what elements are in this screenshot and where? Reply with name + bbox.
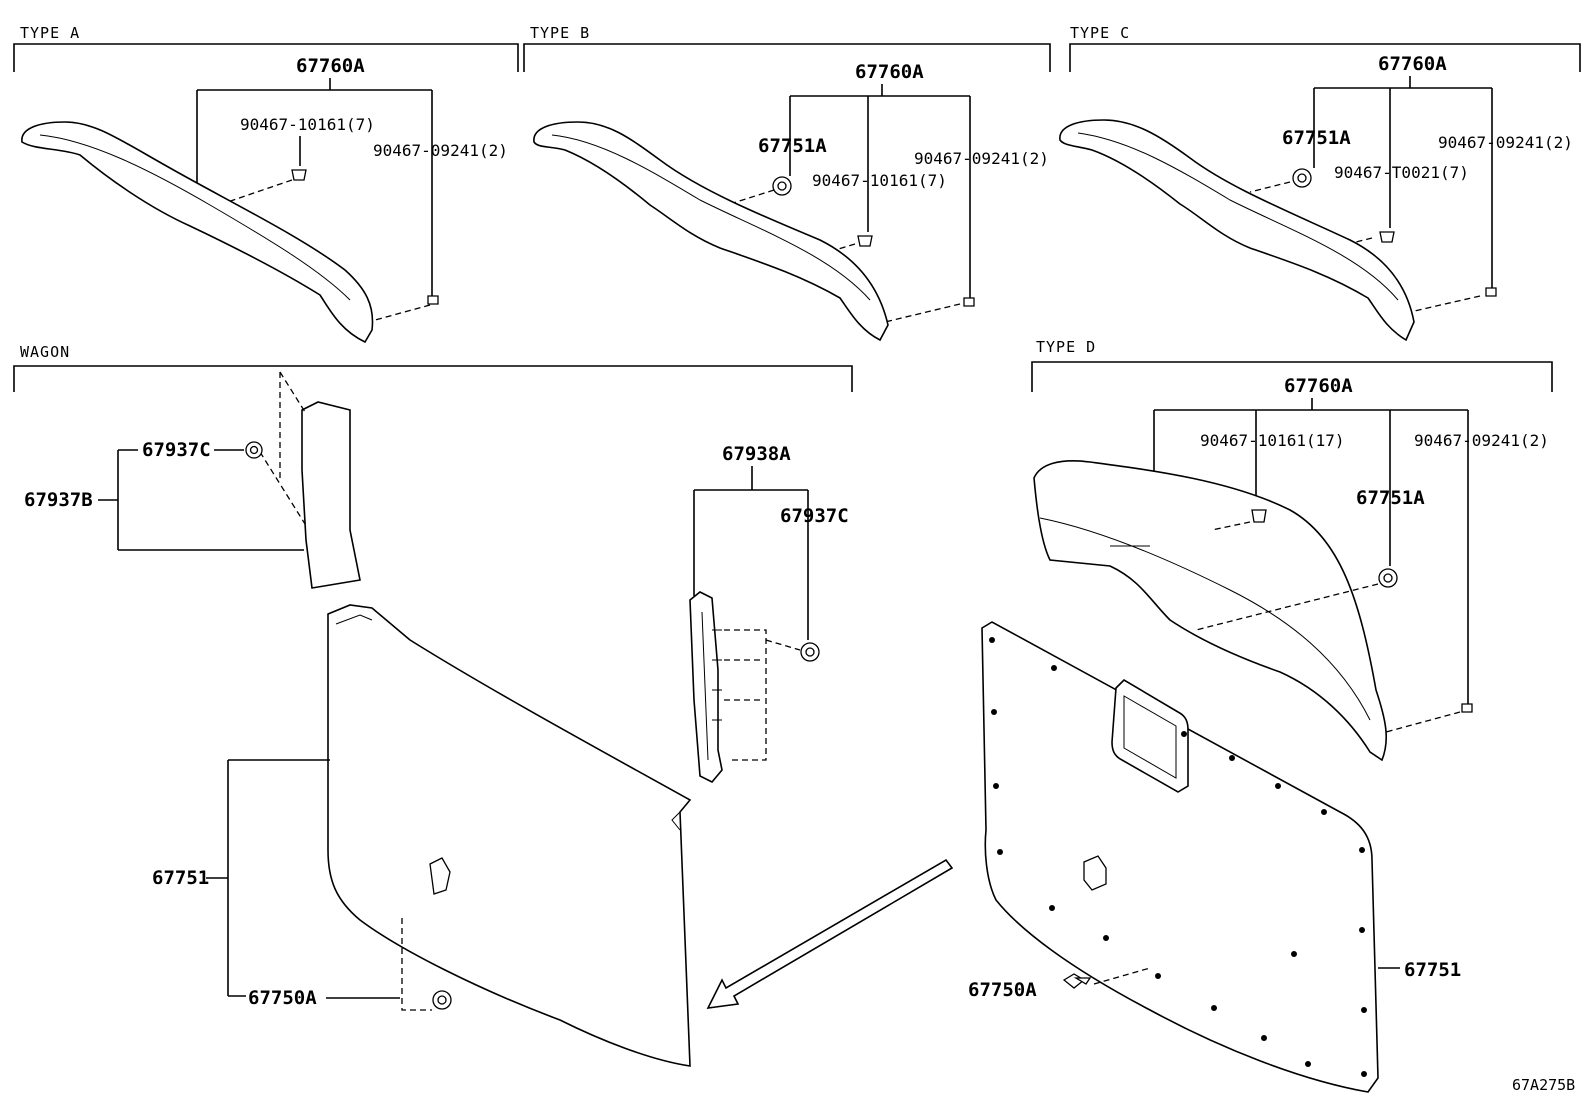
- part-90467-09241-type-c[interactable]: 90467-09241(2): [1438, 133, 1573, 152]
- wagon-title: WAGON: [20, 343, 70, 361]
- clip-icon: [245, 441, 263, 459]
- type-b-dash-3: [884, 303, 961, 323]
- part-67760a-type-b[interactable]: 67760A: [855, 61, 924, 83]
- type-a-title: TYPE A: [20, 24, 80, 42]
- part-67750a-wagon[interactable]: 67750A: [248, 987, 317, 1009]
- type-a-dash-end: [367, 304, 431, 323]
- wagon-leader-67938a: [693, 466, 809, 640]
- type-d-title: TYPE D: [1036, 338, 1096, 356]
- type-d-door-panel: [981, 621, 1379, 1093]
- type-c-dash-2: [1339, 237, 1373, 247]
- wagon-upper-pillar: [301, 401, 361, 589]
- clip-icon: [291, 169, 307, 181]
- type-d-dash-3: [1385, 711, 1461, 733]
- type-d-bracket: [1031, 361, 1553, 392]
- part-90467-10161-type-d[interactable]: 90467-10161(17): [1200, 431, 1345, 450]
- part-67750a-type-d[interactable]: 67750A: [968, 979, 1037, 1001]
- type-c-leader-67760a: [1313, 76, 1493, 290]
- fastener-icon: [1461, 703, 1473, 713]
- wagon-pillar-dash-1: [279, 371, 306, 480]
- type-c-group: TYPE C 67760A 67751A 90467-09241(2) 9046…: [1059, 24, 1581, 342]
- wagon-leader-67751: [206, 759, 330, 997]
- part-90467-09241-type-a[interactable]: 90467-09241(2): [373, 141, 508, 160]
- part-67751a-type-c[interactable]: 67751A: [1282, 127, 1351, 149]
- type-c-garnish: [1059, 119, 1415, 342]
- type-a-garnish: [21, 121, 374, 344]
- part-67937c-wagon-top[interactable]: 67937C: [142, 439, 211, 461]
- direction-arrow: [706, 858, 954, 1009]
- part-67751a-type-b[interactable]: 67751A: [758, 135, 827, 157]
- part-67760a-type-c[interactable]: 67760A: [1378, 53, 1447, 75]
- part-90467-t0021-type-c[interactable]: 90467-T0021(7): [1334, 163, 1469, 182]
- part-90467-09241-type-b[interactable]: 90467-09241(2): [914, 149, 1049, 168]
- type-c-dash-1: [1249, 181, 1291, 193]
- clip-icon: [857, 235, 873, 247]
- type-c-bracket: [1069, 43, 1581, 72]
- clip-icon: [432, 990, 452, 1010]
- clip-icon: [800, 642, 820, 662]
- type-d-garnish: [1033, 459, 1388, 762]
- part-67751a-type-d[interactable]: 67751A: [1356, 487, 1425, 509]
- fastener-icon: [427, 295, 439, 305]
- wagon-pillar-dash-2: [259, 451, 306, 525]
- wagon-leader-67937b: [98, 449, 304, 551]
- type-d-leader-67760a: [1153, 398, 1469, 706]
- diagram-reference-code: 67A275B: [1512, 1076, 1575, 1094]
- type-a-leader-67760a: [196, 78, 433, 300]
- part-67938a-wagon[interactable]: 67938A: [722, 443, 791, 465]
- wagon-side-garnish: [689, 591, 723, 783]
- part-67751-wagon[interactable]: 67751: [152, 867, 209, 889]
- clip-icon: [1378, 568, 1398, 588]
- handle-icon: [1083, 855, 1107, 891]
- clip-icon: [772, 176, 792, 196]
- wagon-dash-67750a: [401, 918, 432, 1011]
- part-90467-10161-type-b[interactable]: 90467-10161(7): [812, 171, 947, 190]
- panel-holes: [989, 637, 1367, 1077]
- part-67760a-type-d[interactable]: 67760A: [1284, 375, 1353, 397]
- type-c-dash-3: [1409, 295, 1481, 313]
- type-a-bracket: [13, 43, 519, 72]
- clip-icon: [1379, 231, 1395, 243]
- clip-icon: [1292, 168, 1312, 188]
- wagon-dash-side: [724, 629, 801, 761]
- fastener-icon: [1485, 287, 1497, 297]
- part-67937b-wagon[interactable]: 67937B: [24, 489, 93, 511]
- part-90467-09241-type-d[interactable]: 90467-09241(2): [1414, 431, 1549, 450]
- type-b-leader-67760a: [789, 84, 971, 300]
- screw-icon: [1062, 973, 1092, 989]
- part-67760a-type-a[interactable]: 67760A: [296, 55, 365, 77]
- type-d-group: TYPE D 67760A 90467-10161(17) 90467-0924…: [968, 338, 1553, 1093]
- type-b-dash-1: [729, 189, 775, 205]
- part-90467-10161-type-a[interactable]: 90467-10161(7): [240, 115, 375, 134]
- type-b-garnish: [533, 121, 889, 342]
- type-d-dash-1: [1211, 521, 1251, 531]
- part-67937c-wagon-right[interactable]: 67937C: [780, 505, 849, 527]
- wagon-group: WAGON 67937C 67937B 67751 67750A: [13, 343, 954, 1067]
- type-b-dash-2: [834, 243, 856, 251]
- type-b-title: TYPE B: [530, 24, 590, 42]
- part-67751-type-d[interactable]: 67751: [1404, 959, 1461, 981]
- type-b-bracket: [523, 43, 1051, 72]
- type-d-window: [1111, 678, 1189, 793]
- type-d-dash-2: [1195, 583, 1379, 631]
- fastener-icon: [963, 297, 975, 307]
- wagon-bracket: [13, 365, 853, 392]
- type-c-title: TYPE C: [1070, 24, 1130, 42]
- wagon-back-panel: [327, 604, 692, 1067]
- type-a-group: TYPE A 67760A 90467-10161(7) 90467-09241…: [13, 24, 519, 344]
- handle-icon: [429, 857, 451, 895]
- clip-icon: [1251, 509, 1267, 523]
- type-b-group: TYPE B 67760A 67751A 90467-09241(2) 9046…: [523, 24, 1051, 342]
